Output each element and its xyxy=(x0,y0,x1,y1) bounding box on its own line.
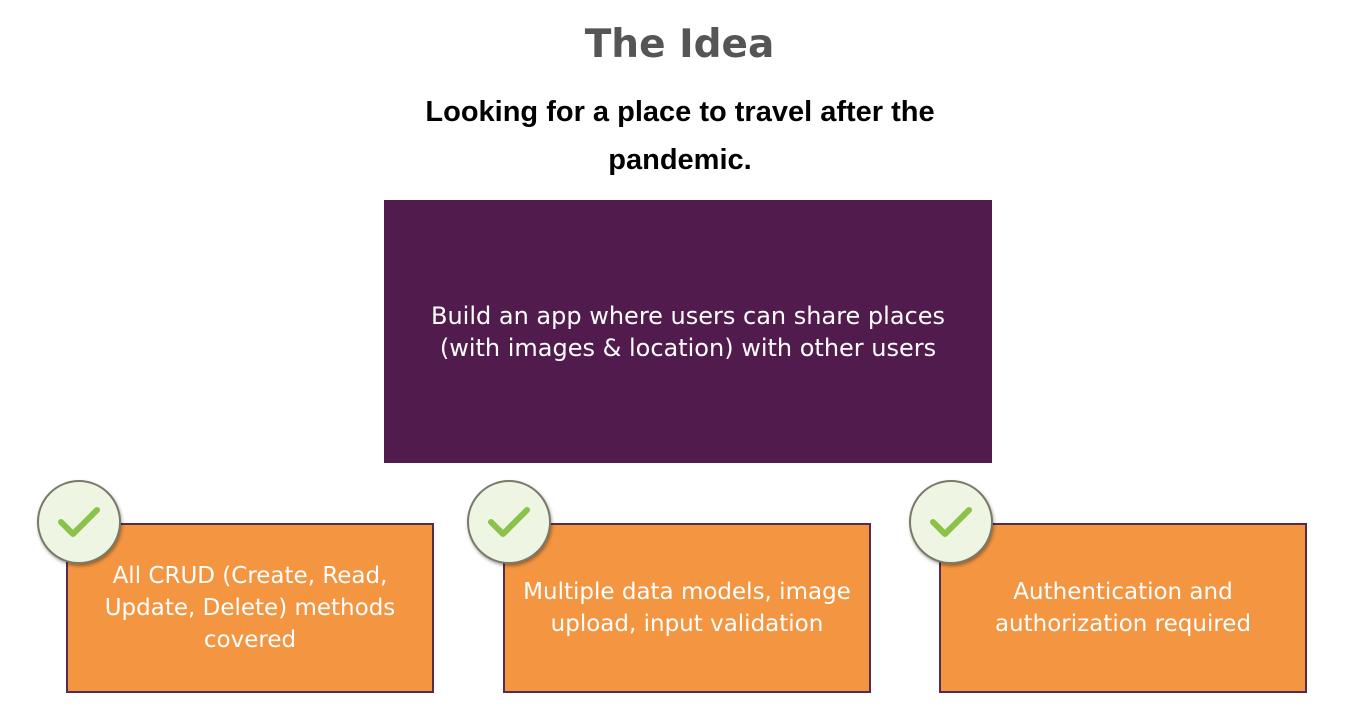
check-icon xyxy=(467,480,551,564)
main-idea-box: Build an app where users can share place… xyxy=(384,200,992,463)
feature-box-crud: All CRUD (Create, Read, Update, Delete) … xyxy=(66,523,434,693)
main-idea-text: Build an app where users can share place… xyxy=(430,301,946,362)
feature-text-data-models: Multiple data models, image upload, inpu… xyxy=(523,579,851,637)
feature-box-data-models: Multiple data models, image upload, inpu… xyxy=(503,523,871,693)
slide-title: The Idea xyxy=(584,22,775,67)
feature-text-crud: All CRUD (Create, Read, Update, Delete) … xyxy=(104,563,396,653)
checkmark-glyph xyxy=(488,507,530,537)
feature-text-auth: Authentication and authorization require… xyxy=(994,579,1252,637)
check-icon xyxy=(37,480,121,564)
checkmark-glyph xyxy=(58,507,100,537)
check-icon xyxy=(909,480,993,564)
checkmark-glyph xyxy=(930,507,972,537)
feature-box-auth: Authentication and authorization require… xyxy=(939,523,1307,693)
slide-subtitle: Looking for a place to travel after the … xyxy=(425,96,935,176)
